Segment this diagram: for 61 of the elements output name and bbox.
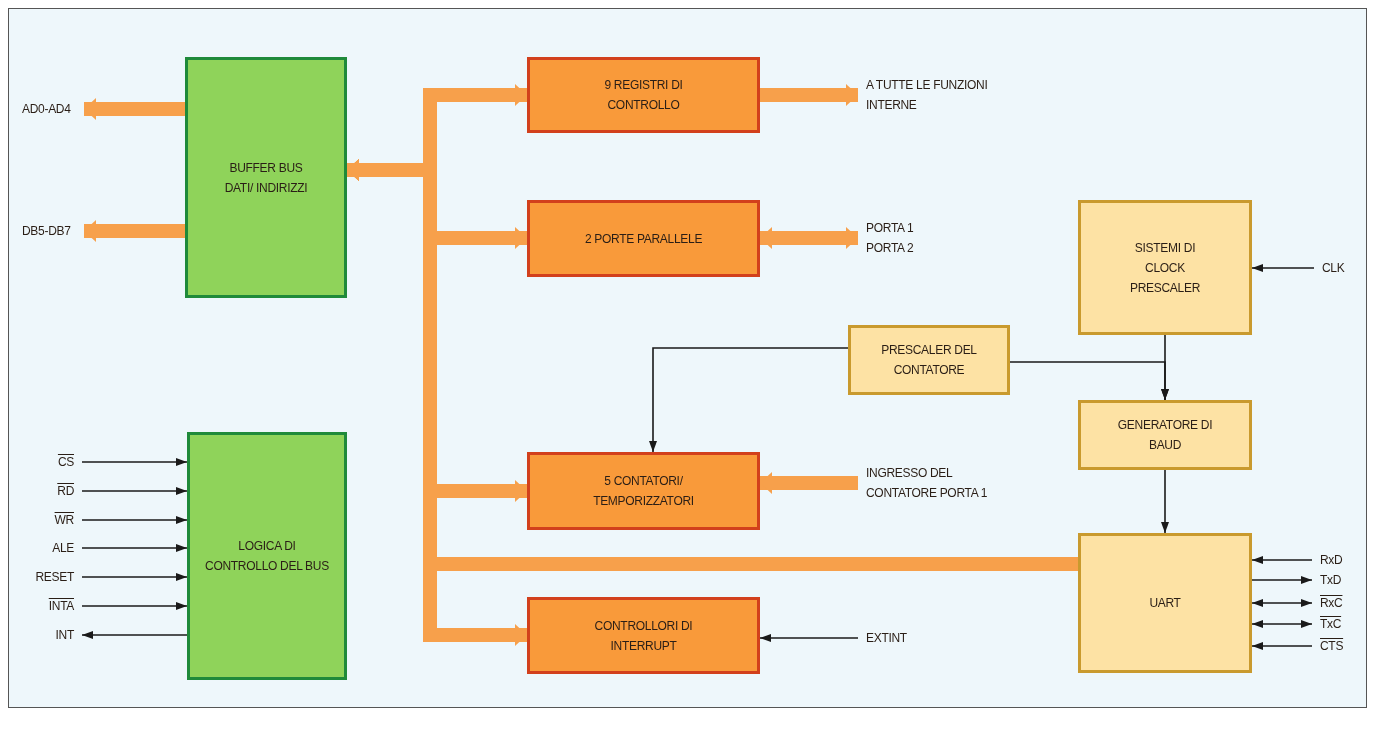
- block-box: [1078, 200, 1252, 335]
- arrow: [81, 544, 188, 552]
- block-label: 2 PORTE PARALLELE: [584, 230, 703, 248]
- arrow: [1251, 576, 1313, 584]
- block-label: SISTEMI DI CLOCK PRESCALER: [1129, 239, 1201, 297]
- signal-label: INGRESSO DEL CONTATORE PORTA 1: [866, 465, 989, 502]
- signal-label: PORTA 1 PORTA 2: [866, 220, 915, 257]
- signal-label: CLK: [1322, 260, 1345, 277]
- block-box: [527, 200, 760, 277]
- bus-arrow: [760, 227, 858, 249]
- signal-label: DB5-DB7: [22, 223, 71, 240]
- signal-label: RxC: [1320, 595, 1343, 612]
- bus-arrow: [760, 472, 858, 494]
- arrow: [1009, 361, 1169, 401]
- block-label: 9 REGISTRI DI CONTROLLO: [603, 77, 684, 114]
- arrow: [759, 634, 859, 642]
- block-label: CONTROLLORI DI INTERRUPT: [593, 617, 694, 655]
- arrow: [1251, 264, 1315, 272]
- bus-arrow: [84, 220, 185, 242]
- bus-arrow: [760, 84, 858, 106]
- block-label: PRESCALER DEL CONTATORE: [880, 342, 978, 379]
- arrow: [649, 347, 849, 453]
- signal-label: CS: [57, 454, 74, 471]
- signal-label: RD: [57, 483, 74, 500]
- bus-arrow: [84, 98, 185, 120]
- arrow: [1251, 556, 1313, 564]
- arrow: [81, 458, 188, 466]
- arrow: [1251, 620, 1313, 628]
- signal-label: RxD: [1320, 552, 1343, 569]
- arrow: [81, 631, 188, 639]
- block-box: [527, 57, 760, 133]
- signal-label: EXTINT: [866, 630, 907, 647]
- arrow: [1161, 469, 1169, 534]
- block-box: [187, 432, 347, 680]
- arrow: [1251, 642, 1313, 650]
- signal-label: TxC: [1320, 616, 1342, 633]
- block-box: [848, 325, 1010, 395]
- arrow: [81, 573, 188, 581]
- arrow: [81, 487, 188, 495]
- arrow: [81, 516, 188, 524]
- signal-label: INT: [55, 627, 74, 644]
- block-label: 5 CONTATORI/ TEMPORIZZATORI: [592, 473, 695, 510]
- signal-label: TxD: [1320, 572, 1342, 589]
- block-box: [1078, 400, 1252, 470]
- signal-label: A TUTTE LE FUNZIONI INTERNE: [866, 77, 989, 114]
- signal-label: AD0-AD4: [22, 101, 71, 118]
- block-box: [527, 452, 760, 530]
- signal-label: WR: [54, 512, 74, 529]
- signal-label: CTS: [1320, 638, 1344, 655]
- block-box: [1078, 533, 1252, 673]
- block-label: BUFFER BUS DATI/ INDIRIZZI: [223, 159, 309, 197]
- signal-label: INTA: [48, 598, 74, 615]
- signal-label: ALE: [52, 540, 74, 557]
- arrow: [1251, 599, 1313, 607]
- block-label: GENERATORE DI BAUD: [1116, 417, 1214, 454]
- block-box: [527, 597, 760, 674]
- block-box: [185, 57, 347, 298]
- signal-label: RESET: [35, 569, 74, 586]
- block-label: UART: [1149, 595, 1181, 612]
- block-label: LOGICA DI CONTROLLO DEL BUS: [204, 538, 330, 575]
- arrow: [81, 602, 188, 610]
